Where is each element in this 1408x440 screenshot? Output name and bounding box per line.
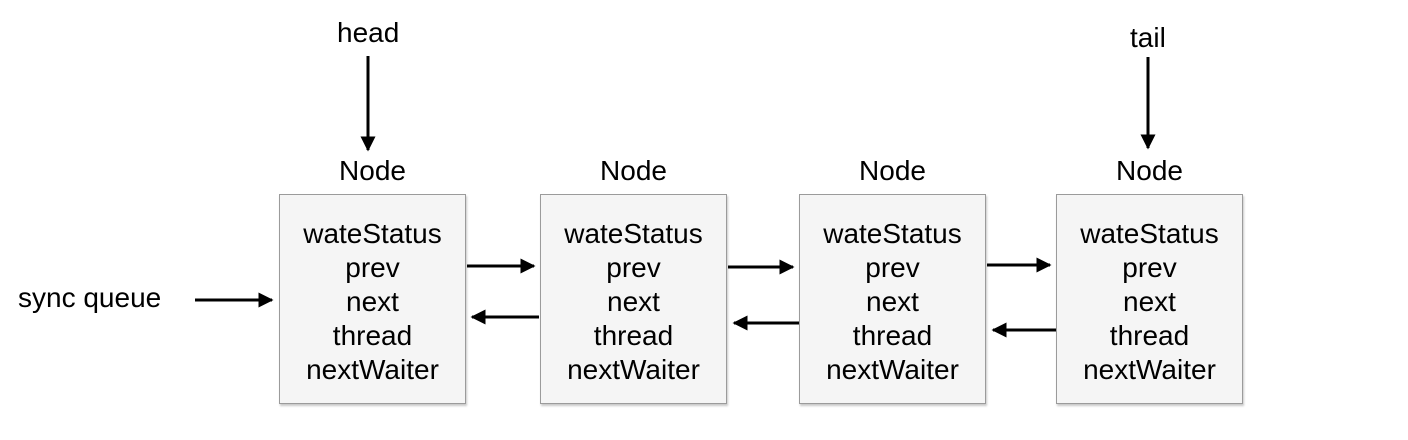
node-field: thread xyxy=(852,320,933,351)
tail-pointer-label: tail xyxy=(1130,22,1166,53)
node-title: Node xyxy=(1116,155,1183,186)
node-field: prev xyxy=(606,252,661,283)
sync-queue-label: sync queue xyxy=(18,282,162,313)
node-title: Node xyxy=(600,155,667,186)
node-field: nextWaiter xyxy=(306,354,439,385)
node-field: prev xyxy=(345,252,400,283)
node-field: thread xyxy=(332,320,413,351)
node-box-2: wateStatus prev next thread nextWaiter xyxy=(540,194,727,404)
node-field: wateStatus xyxy=(564,218,703,249)
node-field: thread xyxy=(1109,320,1190,351)
node-field: next xyxy=(607,286,660,317)
node-title: Node xyxy=(339,155,406,186)
node-box-1: wateStatus prev next thread nextWaiter xyxy=(279,194,466,404)
node-field: wateStatus xyxy=(303,218,442,249)
head-pointer-label: head xyxy=(337,17,400,48)
node-field: nextWaiter xyxy=(826,354,959,385)
node-title: Node xyxy=(859,155,926,186)
node-field: next xyxy=(346,286,399,317)
node-field: wateStatus xyxy=(1080,218,1219,249)
node-field: next xyxy=(1123,286,1176,317)
node-field: wateStatus xyxy=(823,218,962,249)
node-box-3: wateStatus prev next thread nextWaiter xyxy=(799,194,986,404)
node-field: nextWaiter xyxy=(1083,354,1216,385)
node-field: nextWaiter xyxy=(567,354,700,385)
node-field: prev xyxy=(865,252,920,283)
node-field: prev xyxy=(1122,252,1177,283)
node-field: thread xyxy=(593,320,674,351)
node-field: next xyxy=(866,286,919,317)
node-box-4: wateStatus prev next thread nextWaiter xyxy=(1056,194,1243,404)
